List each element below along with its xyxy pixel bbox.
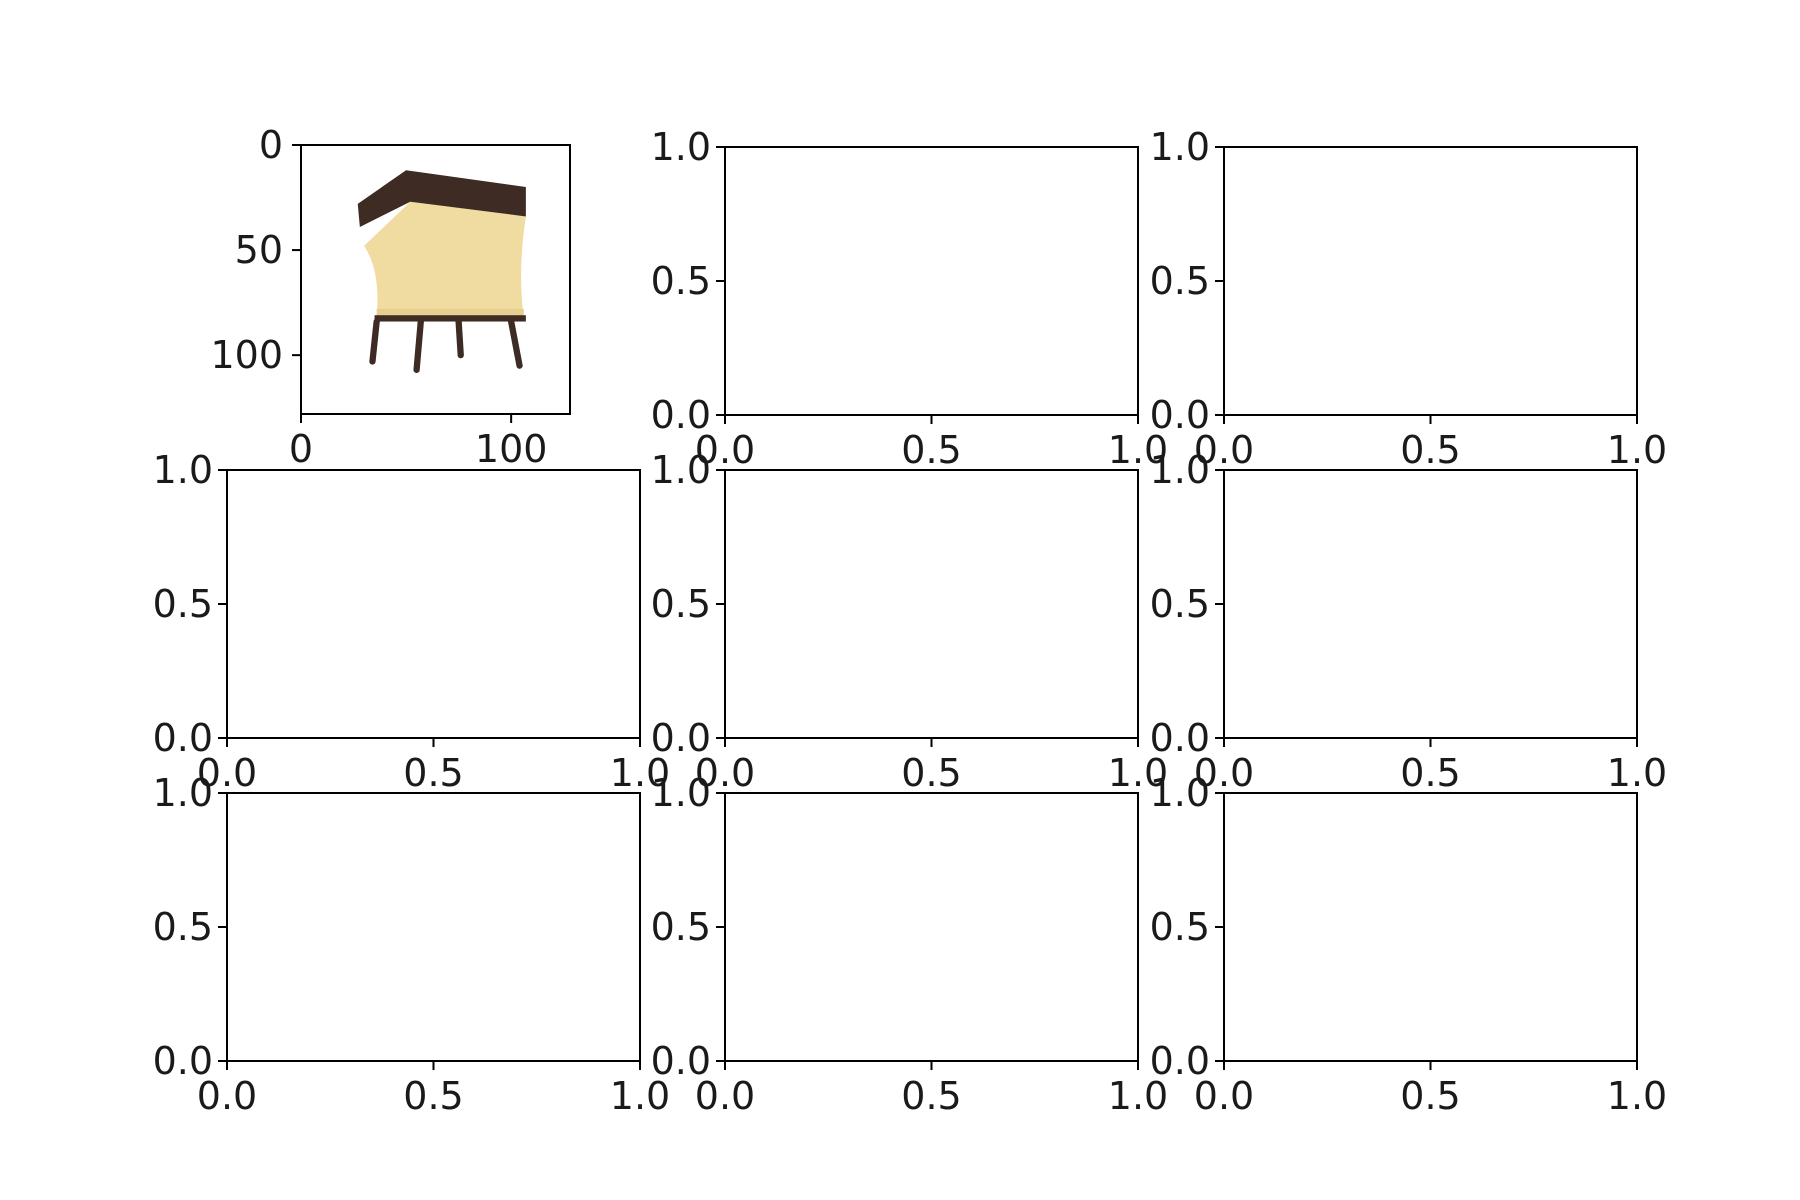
axes-frame (724, 792, 1139, 1062)
x-tick-label: 0.0 (1194, 751, 1254, 795)
y-tick-label: 0.5 (1150, 905, 1210, 949)
axes-frame (1223, 469, 1638, 739)
x-tick-label: 1.0 (1108, 1074, 1168, 1118)
axes-frame (226, 469, 641, 739)
y-tick-label: 1.0 (651, 771, 711, 815)
x-tick-label: 1.0 (1108, 428, 1168, 472)
x-tick-label: 0.0 (695, 751, 755, 795)
subplot-9: 0.0 0.5 1.0 0.0 0.5 1.0 (1150, 771, 1668, 1118)
x-tick-label: 1.0 (1607, 428, 1667, 472)
x-tick-label: 0.5 (1400, 1074, 1460, 1118)
x-tick-label: 0.5 (901, 751, 961, 795)
chair-seat-shade (376, 308, 524, 318)
chair-leg-3 (455, 318, 464, 359)
x-tick-label: 0.5 (901, 428, 961, 472)
y-tick-label: 0.0 (1150, 716, 1210, 760)
x-tick-label: 1.0 (610, 751, 670, 795)
y-tick-label: 100 (210, 333, 283, 377)
subplot-7: 0.0 0.5 1.0 0.0 0.5 1.0 (153, 771, 671, 1118)
x-tick-label: 0.0 (695, 428, 755, 472)
y-tick-label: 0.5 (153, 582, 213, 626)
chair-leg-2 (413, 318, 424, 374)
y-tick-label: 0.5 (1150, 582, 1210, 626)
y-tick-label: 0.5 (651, 905, 711, 949)
axes-frame (226, 792, 641, 1062)
x-tick-label: 1.0 (1607, 751, 1667, 795)
y-tick-label: 0.0 (153, 716, 213, 760)
axes-frame (724, 469, 1139, 739)
y-tick-label: 1.0 (153, 448, 213, 492)
x-tick-label: 0.0 (1194, 1074, 1254, 1118)
chair-image (357, 170, 526, 374)
x-tick-label: 0.5 (403, 1074, 463, 1118)
chair-seat-cushion (364, 201, 526, 318)
y-tick-label: 0.5 (651, 582, 711, 626)
subplot-1: 0 100 0 50 100 (210, 123, 571, 471)
chair-base-rail (374, 315, 526, 322)
axes-frame (1223, 146, 1638, 416)
x-tick-label: 0.5 (1400, 428, 1460, 472)
x-tick-label: 100 (475, 427, 548, 471)
y-tick-label: 0.0 (1150, 393, 1210, 437)
y-tick-label: 1.0 (1150, 771, 1210, 815)
y-tick-label: 0.0 (651, 393, 711, 437)
y-tick-label: 0.5 (651, 259, 711, 303)
x-tick-label: 0.0 (197, 1074, 257, 1118)
y-tick-label: 0 (259, 123, 283, 167)
x-tick-label: 1.0 (1607, 1074, 1667, 1118)
axes-frame (724, 146, 1139, 416)
subplot-4: 0.0 0.5 1.0 0.0 0.5 1.0 (153, 448, 671, 795)
x-tick-label: 0.5 (1400, 751, 1460, 795)
axes-frame (1223, 792, 1638, 1062)
x-tick-label: 0.5 (901, 1074, 961, 1118)
subplot-5: 0.0 0.5 1.0 0.0 0.5 1.0 (651, 448, 1169, 795)
x-tick-label: 1.0 (610, 1074, 670, 1118)
subplot-2: 0.0 0.5 1.0 0.0 0.5 1.0 (651, 125, 1169, 472)
x-tick-label: 0.5 (403, 751, 463, 795)
y-tick-label: 0.5 (153, 905, 213, 949)
y-tick-label: 1.0 (651, 448, 711, 492)
y-tick-label: 0.0 (1150, 1039, 1210, 1083)
chair-back-frame (357, 170, 526, 227)
y-tick-label: 1.0 (1150, 448, 1210, 492)
axes-frame (300, 144, 571, 415)
y-tick-label: 1.0 (1150, 125, 1210, 169)
x-tick-label: 0.0 (197, 751, 257, 795)
x-tick-label: 0.0 (695, 1074, 755, 1118)
y-tick-label: 0.0 (651, 716, 711, 760)
y-tick-label: 1.0 (153, 771, 213, 815)
chair-leg-4 (508, 318, 523, 369)
x-tick-label: 0.0 (1194, 428, 1254, 472)
y-tick-label: 50 (235, 228, 283, 272)
y-tick-label: 0.0 (651, 1039, 711, 1083)
subplot-6: 0.0 0.5 1.0 0.0 0.5 1.0 (1150, 448, 1668, 795)
y-tick-label: 1.0 (651, 125, 711, 169)
y-tick-label: 0.0 (153, 1039, 213, 1083)
subplot-3: 0.0 0.5 1.0 0.0 0.5 1.0 (1150, 125, 1668, 472)
subplot-8: 0.0 0.5 1.0 0.0 0.5 1.0 (651, 771, 1169, 1118)
x-tick-label: 1.0 (1108, 751, 1168, 795)
chair-leg-1 (369, 318, 380, 365)
x-tick-label: 0 (289, 427, 313, 471)
y-tick-label: 0.5 (1150, 259, 1210, 303)
